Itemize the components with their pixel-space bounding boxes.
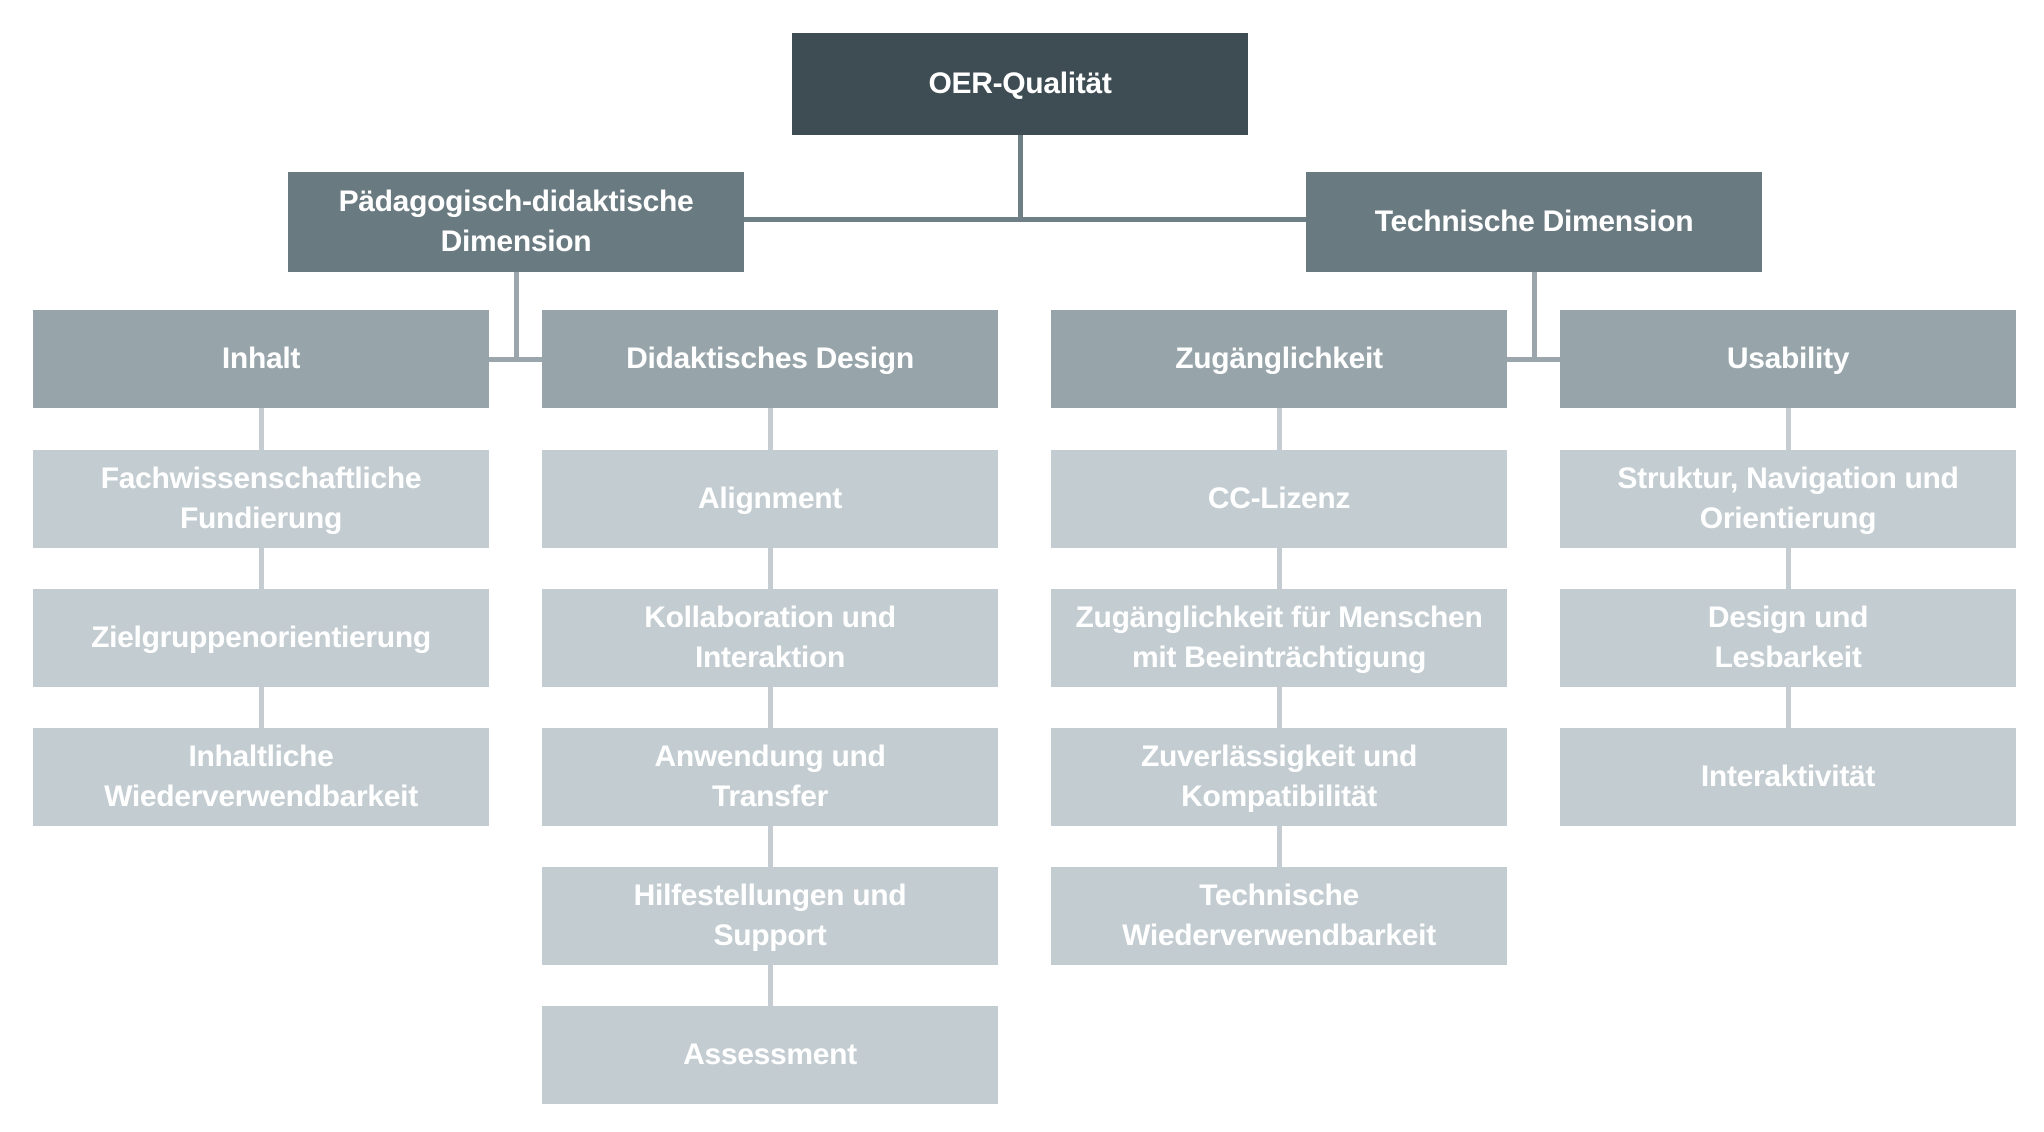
node-item-cc-lizenz: CC-Lizenz	[1051, 450, 1507, 548]
connector-col3-seg3	[1277, 687, 1282, 728]
node-item-kollaboration-und-interaktion: Kollaboration und Interaktion	[542, 589, 998, 687]
node-category-inhalt: Inhalt	[33, 310, 489, 408]
node-item-interaktivitaet: Interaktivität	[1560, 728, 2016, 826]
connector-col2-seg3	[768, 687, 773, 728]
node-item-hilfestellungen-und-support: Hilfestellungen und Support	[542, 867, 998, 965]
connector-technisch-stem	[1532, 272, 1537, 360]
node-item-technische-wiederverwendbarkeit: Technische Wiederverwendbarkeit	[1051, 867, 1507, 965]
node-item-assessment: Assessment	[542, 1006, 998, 1104]
connector-col3-seg1	[1277, 408, 1282, 450]
connector-paeddid-bar	[489, 357, 542, 362]
connector-col2-seg4	[768, 826, 773, 867]
connector-col4-seg2	[1786, 548, 1791, 589]
node-item-alignment: Alignment	[542, 450, 998, 548]
connector-col2-seg5	[768, 965, 773, 1006]
node-dimension-technisch: Technische Dimension	[1306, 172, 1762, 272]
node-category-didaktisches-design: Didaktisches Design	[542, 310, 998, 408]
node-item-fachwissenschaftliche-fundierung: Fachwissenschaftliche Fundierung	[33, 450, 489, 548]
node-category-usability: Usability	[1560, 310, 2016, 408]
node-category-zugaenglichkeit: Zugänglichkeit	[1051, 310, 1507, 408]
node-item-zielgruppenorientierung: Zielgruppenorientierung	[33, 589, 489, 687]
connector-root-stem	[1018, 135, 1023, 221]
node-root-oer-qualitaet: OER-Qualität	[792, 33, 1248, 135]
node-item-zuverlaessigkeit-und-kompatibilitaet: Zuverlässigkeit und Kompatibilität	[1051, 728, 1507, 826]
node-item-anwendung-und-transfer: Anwendung und Transfer	[542, 728, 998, 826]
connector-col3-seg2	[1277, 548, 1282, 589]
connector-dimensions-bar	[744, 217, 1306, 222]
node-dimension-paedagogisch-didaktisch: Pädagogisch-didaktische Dimension	[288, 172, 744, 272]
node-item-zugaenglichkeit-beeintraechtigung: Zugänglichkeit für Menschen mit Beeinträ…	[1051, 589, 1507, 687]
connector-col4-seg1	[1786, 408, 1791, 450]
connector-col1-seg3	[259, 687, 264, 728]
connector-col3-seg4	[1277, 826, 1282, 867]
node-item-struktur-navigation-orientierung: Struktur, Navigation und Orientierung	[1560, 450, 2016, 548]
connector-col4-seg3	[1786, 687, 1791, 728]
node-item-inhaltliche-wiederverwendbarkeit: Inhaltliche Wiederverwendbarkeit	[33, 728, 489, 826]
connector-paeddid-stem	[514, 272, 519, 360]
connector-col2-seg1	[768, 408, 773, 450]
connector-technisch-bar	[1507, 357, 1560, 362]
connector-col2-seg2	[768, 548, 773, 589]
connector-col1-seg1	[259, 408, 264, 450]
connector-col1-seg2	[259, 548, 264, 589]
node-item-design-und-lesbarkeit: Design und Lesbarkeit	[1560, 589, 2016, 687]
